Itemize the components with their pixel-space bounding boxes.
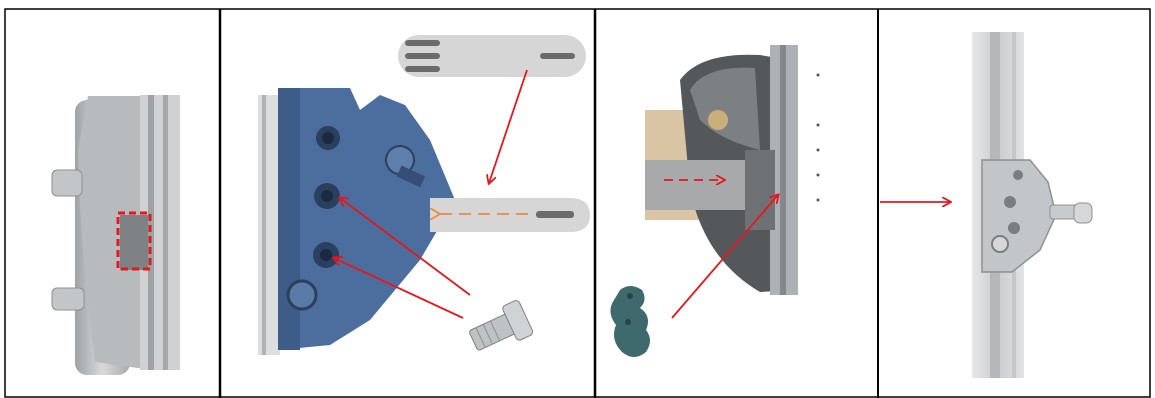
- bolt-icon: [465, 299, 534, 358]
- panel-2-rail: [258, 95, 280, 355]
- panel-1-upper-pin: [52, 170, 82, 196]
- blue-bracket: [278, 88, 455, 350]
- panel-2-bracket: [258, 35, 590, 358]
- arrow-tab-down: [489, 70, 527, 183]
- bolt-hole-4: [288, 281, 316, 309]
- panel-4-mounted: [880, 32, 1092, 378]
- panel-3-plate: [645, 160, 760, 210]
- panel-1-bracket-side: [52, 95, 180, 375]
- panel-3-insert: [610, 45, 819, 357]
- bracket-piece-icon: [610, 286, 650, 357]
- panel-1-lower-pin: [52, 288, 84, 310]
